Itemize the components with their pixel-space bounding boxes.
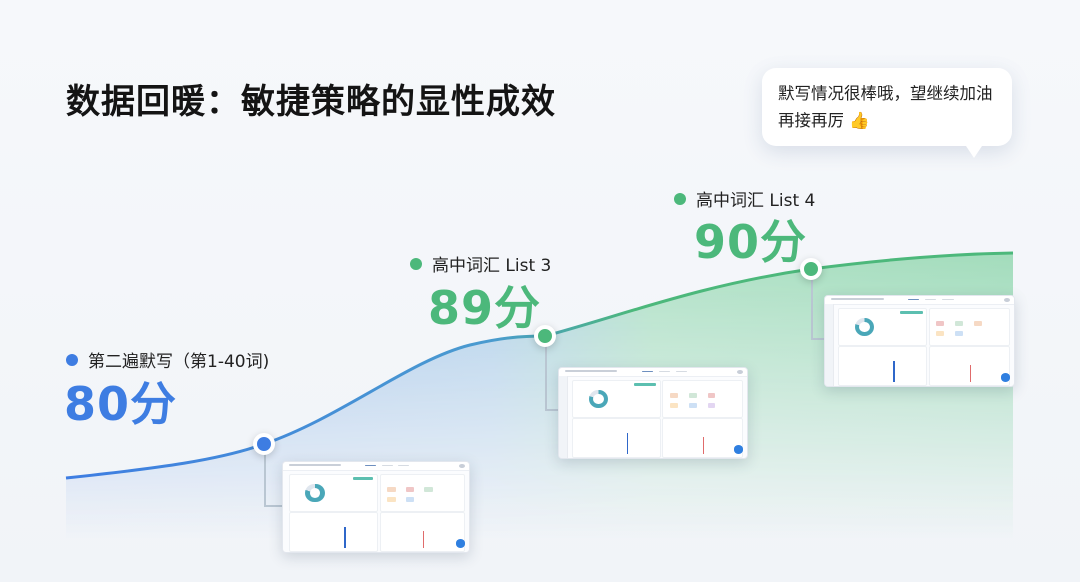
curve-point-1 <box>253 433 275 455</box>
score-3: 90分 <box>694 215 808 269</box>
green-dot-icon <box>674 192 686 205</box>
help-fab-icon <box>455 539 466 548</box>
connector-line <box>545 409 558 411</box>
connector-line <box>264 452 266 506</box>
screenshot-thumbnail-3 <box>824 295 1015 387</box>
connector-line <box>811 277 813 339</box>
bubble-tail <box>962 140 986 158</box>
score-1: 80分 <box>64 377 178 431</box>
point-label-2: 高中词汇 List 3 <box>410 251 551 276</box>
help-fab-icon <box>1000 373 1011 382</box>
point-label-text: 高中词汇 List 3 <box>432 256 552 276</box>
connector-line <box>264 505 282 507</box>
point-label-text: 高中词汇 List 4 <box>696 191 816 211</box>
curve-point-2 <box>534 325 556 347</box>
screenshot-thumbnail-2 <box>558 367 748 459</box>
point-label-text: 第二遍默写（第1-40词) <box>88 352 270 372</box>
point-label-1: 第二遍默写（第1-40词) <box>66 347 269 372</box>
curve-point-3 <box>800 258 822 280</box>
blue-dot-icon <box>66 353 78 366</box>
score-2: 89分 <box>428 281 542 335</box>
point-label-3: 高中词汇 List 4 <box>674 186 815 211</box>
page-title: 数据回暖：敏捷策略的显性成效 <box>66 82 556 122</box>
screenshot-thumbnail-1 <box>282 461 470 553</box>
connector-line <box>811 338 824 340</box>
help-fab-icon <box>733 445 744 454</box>
green-dot-icon <box>410 257 422 270</box>
feedback-bubble: 默写情况很棒哦，望继续加油再接再厉 👍 <box>762 68 1012 146</box>
connector-line <box>545 344 547 410</box>
